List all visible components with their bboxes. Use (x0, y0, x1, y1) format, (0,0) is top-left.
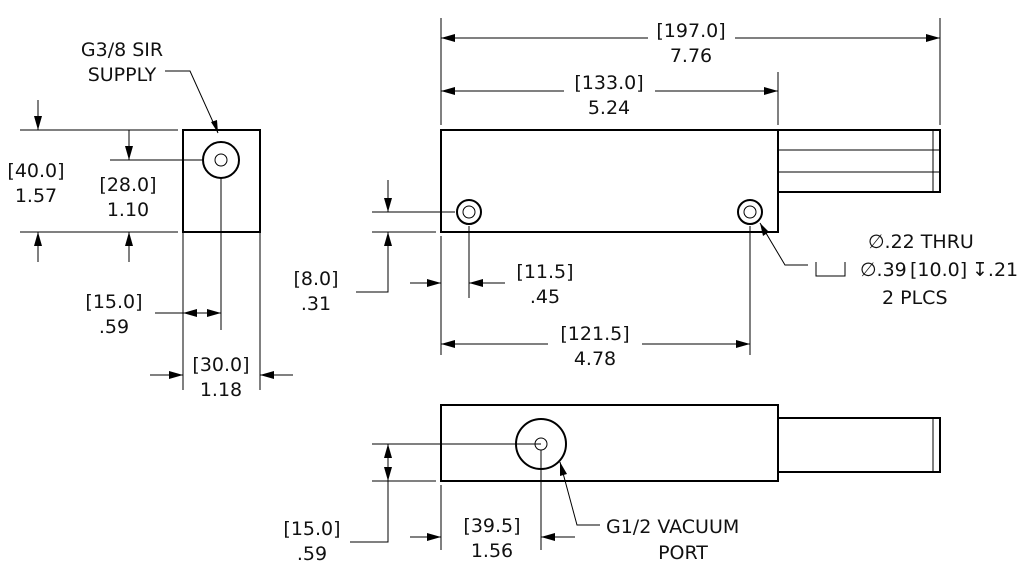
hole-offset-x-inch: .45 (530, 286, 560, 308)
hole-offset-y-inch: .31 (301, 293, 331, 315)
supply-port-outer (202, 141, 240, 179)
end-view: G3/8 SIR SUPPLY [40.0] 1.57 [28.0] 1.10 … (7, 39, 293, 401)
counterbore-symbol (815, 262, 846, 277)
height-metric: [40.0] (7, 160, 64, 182)
hole-x-arrow-left (427, 279, 441, 287)
front-offset-arrow-right (541, 533, 555, 541)
height-inch: 1.57 (15, 185, 57, 207)
top-view: [197.0] 7.76 [133.0] 5.24 [8.0] .31 [11.… (293, 18, 1018, 370)
width-metric: [30.0] (192, 354, 249, 376)
supply-note-line1: G3/8 SIR (81, 39, 163, 61)
height-arrow-top (34, 116, 42, 130)
vacuum-note-line1: G1/2 VACUUM (606, 516, 739, 538)
front-port-arrow-top (384, 444, 392, 458)
hole-callout-line3: 2 PLCS (882, 287, 948, 309)
width-arrow-left (169, 371, 183, 379)
body-length-inch: 5.24 (588, 97, 630, 119)
port-offset-inch: .59 (99, 316, 129, 338)
vacuum-leader-arrow (560, 462, 567, 476)
hole-spacing-arrow-right (736, 340, 750, 348)
width-inch: 1.18 (200, 379, 242, 401)
hole-callout-line2b: [10.0] (910, 259, 967, 281)
top-view-body (440, 129, 779, 233)
height-arrow-bottom (34, 232, 42, 246)
mount-hole-left-inner (462, 205, 476, 219)
front-port-offset-metric: [39.5] (463, 515, 520, 537)
hole-spacing-inch: 4.78 (574, 348, 616, 370)
front-port-offset-inch: 1.56 (471, 540, 513, 562)
hole-callout-arrow (760, 223, 769, 236)
port-height-arrow-bottom (125, 232, 133, 246)
hole-callout-line2a: ∅.39 (860, 259, 907, 281)
supply-leader (165, 70, 219, 134)
front-port-height-inch: .59 (297, 543, 327, 565)
body-arrow-left (441, 87, 455, 95)
hole-y-arrow-top (384, 198, 392, 212)
front-port-arrow-bottom (384, 467, 392, 481)
port-height-inch: 1.10 (107, 199, 149, 221)
overall-arrow-left (441, 34, 455, 42)
hole-y-dim-line-bottom (356, 232, 389, 293)
hole-callout-line1: ∅.22 THRU (868, 231, 974, 253)
front-view-extension (777, 417, 941, 473)
port-height-metric: [28.0] (99, 174, 156, 196)
port-offset-arrow-right (207, 309, 221, 317)
hole-callout-leader (759, 222, 808, 266)
port-height-arrow-top (125, 146, 133, 160)
top-view-extension (777, 129, 941, 193)
hole-spacing-metric: [121.5] (560, 323, 629, 345)
front-port-dim-leader (350, 481, 389, 543)
mount-hole-left (456, 199, 482, 225)
overall-length-inch: 7.76 (670, 45, 712, 67)
front-port-height-metric: [15.0] (283, 518, 340, 540)
hole-offset-y-metric: [8.0] (293, 268, 338, 290)
supply-note-line2: SUPPLY (88, 64, 157, 86)
port-offset-metric: [15.0] (85, 291, 142, 313)
body-arrow-right (764, 87, 778, 95)
hole-y-arrow-bottom (384, 232, 392, 246)
hole-offset-x-metric: [11.5] (516, 261, 573, 283)
mount-hole-right-inner (743, 205, 757, 219)
front-offset-arrow-left (427, 533, 441, 541)
supply-port-inner (214, 153, 228, 167)
port-offset-arrow-left (183, 309, 197, 317)
width-arrow-right (260, 371, 274, 379)
hole-x-arrow-right (469, 279, 483, 287)
supply-leader-arrow (211, 120, 218, 133)
body-length-metric: [133.0] (574, 72, 643, 94)
overall-length-metric: [197.0] (656, 20, 725, 42)
hole-spacing-arrow-left (441, 340, 455, 348)
mount-hole-right (737, 199, 763, 225)
overall-arrow-right (926, 34, 940, 42)
front-view-body (440, 404, 779, 482)
vacuum-note-line2: PORT (658, 542, 708, 564)
front-view: [15.0] .59 [39.5] 1.56 G1/2 VACUUM PORT (283, 404, 941, 565)
hole-callout-line2c: ↧.21 (972, 259, 1018, 281)
vacuum-leader (559, 461, 600, 526)
